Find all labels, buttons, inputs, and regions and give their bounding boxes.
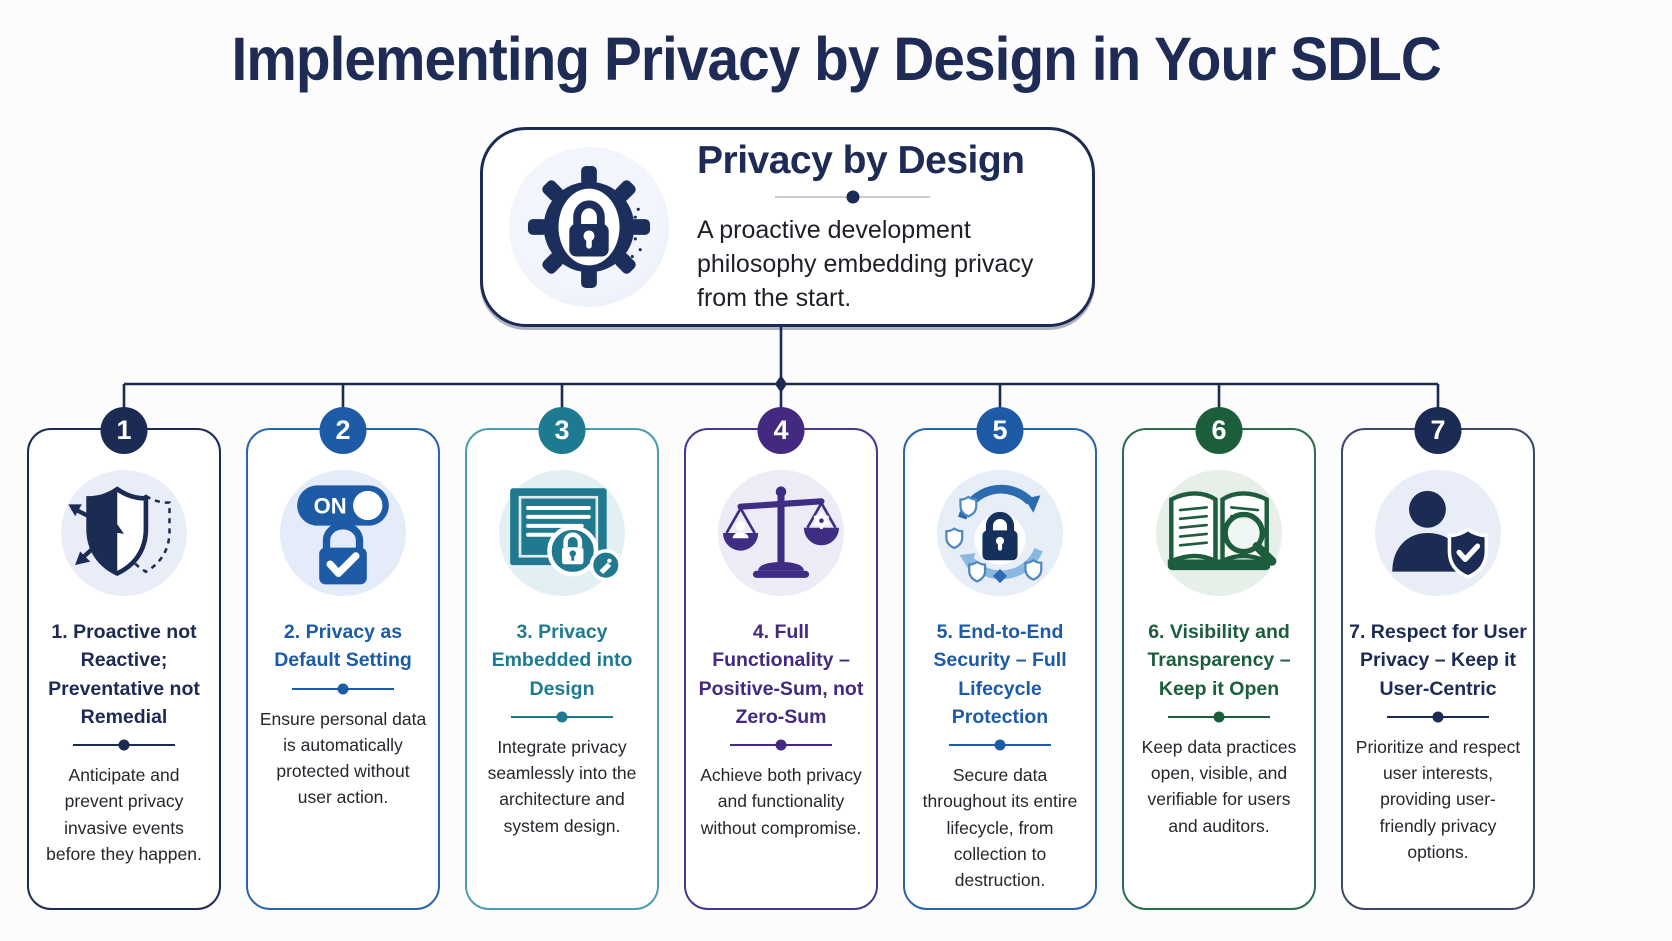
principle-card-6: 6 6. Visibility and Transparency – Keep …	[1122, 407, 1316, 910]
principle-5-title: 5. End-to-End Security – Full Lifecycle …	[933, 621, 1067, 728]
hub-title: Privacy by Design	[697, 139, 1025, 182]
hub-description: A proactive development philosophy embed…	[697, 216, 1034, 312]
principle-7-number-badge: 7	[1414, 407, 1462, 454]
page-title: Implementing Privacy by Design in Your S…	[231, 25, 1441, 93]
principle-5-description: Secure data throughout its entire lifecy…	[922, 765, 1078, 891]
principle-5-number-badge: 5	[976, 407, 1024, 454]
principle-card-3: 3 3. Privacy Embedded into Design Integr…	[465, 407, 659, 910]
principle-1-number-badge: 1	[100, 407, 148, 454]
divider	[1387, 715, 1489, 718]
divider	[292, 687, 394, 690]
divider	[1168, 715, 1270, 718]
blueprint-lock-icon	[499, 470, 625, 596]
principle-6-description: Keep data practices open, visible, and v…	[1141, 736, 1297, 836]
divider	[730, 744, 832, 747]
principle-7-description: Prioritize and respect user interests, p…	[1355, 736, 1521, 862]
hub-divider	[775, 196, 930, 198]
lifecycle-lock-icon	[937, 470, 1063, 596]
principle-card-7: 7 7. Respect for User Privacy – Keep it …	[1341, 407, 1535, 910]
divider	[511, 715, 613, 718]
gear-lock-icon	[509, 147, 669, 307]
divider	[949, 744, 1051, 747]
privacy-by-design-hub: Privacy by Design A proactive developmen…	[480, 127, 1095, 327]
principle-2-description: Ensure personal data is automatically pr…	[259, 708, 427, 808]
toggle-lock-icon: ON	[280, 470, 406, 596]
principle-4-title: 4. Full Functionality – Positive-Sum, no…	[698, 621, 864, 728]
principle-6-title: 6. Visibility and Transparency – Keep it…	[1147, 621, 1291, 700]
principle-3-title: 3. Privacy Embedded into Design	[491, 621, 633, 700]
principle-card-2: 2 ON 2. Privacy as Default Setting Ensur…	[246, 407, 440, 910]
principle-1-title: 1. Proactive not Reactive; Preventative …	[48, 621, 200, 728]
shield-arrow-icon	[61, 470, 187, 596]
divider	[73, 744, 175, 747]
principle-card-4: 4 4	[684, 407, 878, 910]
user-shield-icon	[1375, 470, 1501, 596]
principle-2-number-badge: 2	[319, 407, 367, 454]
open-book-magnifier-icon	[1156, 470, 1282, 596]
principle-card-5: 5 5. End-to-End Security – Full Lifecycl…	[903, 407, 1097, 910]
principle-3-number-badge: 3	[538, 407, 586, 454]
principle-1-description: Anticipate and prevent privacy invasive …	[46, 765, 202, 864]
principle-3-description: Integrate privacy seamlessly into the ar…	[487, 736, 637, 836]
principle-card-1: 1 1. Proactive not Reactive; Preventativ…	[27, 407, 221, 910]
principle-6-number-badge: 6	[1195, 407, 1243, 454]
balance-scale-icon	[718, 470, 844, 596]
principle-7-title: 7. Respect for User Privacy – Keep it Us…	[1349, 621, 1527, 700]
principle-4-number-badge: 4	[757, 407, 805, 454]
principle-4-description: Achieve both privacy and functionality w…	[700, 765, 862, 838]
svg-text:ON: ON	[314, 494, 347, 519]
principle-2-title: 2. Privacy as Default Setting	[274, 621, 412, 672]
